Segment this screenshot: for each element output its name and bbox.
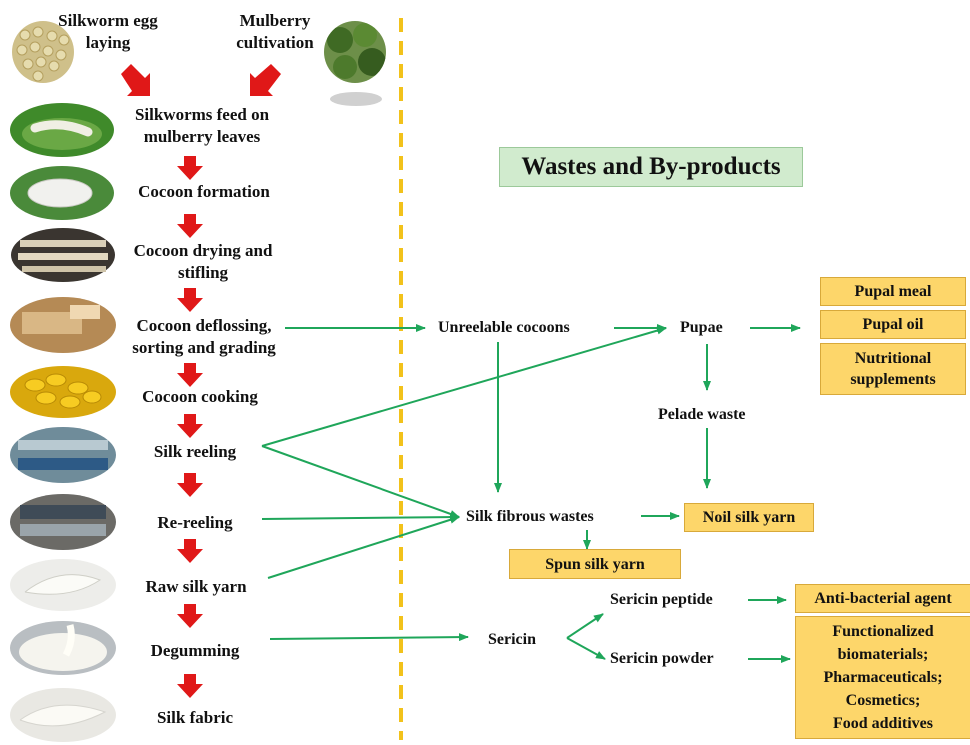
node-pupae: Pupae [680,319,723,336]
mulberry-tree-image [324,21,386,106]
product-nutritional-supplements: Nutritional supplements [820,343,966,395]
white-cocoon-image [10,166,114,220]
product-pupal-oil: Pupal oil [820,310,966,339]
step-re-reeling: Re-reeling [157,513,233,532]
silkworm-eggs-image [12,21,74,83]
node-sericin-peptide: Sericin peptide [610,591,713,608]
node-sericin: Sericin [488,631,536,648]
wastes-byproducts-title: Wastes and By-products [499,147,803,187]
cocoon-trays-image [11,228,115,282]
step-silk-fabric: Silk fabric [156,708,234,727]
waste-flow-arrows [261,324,801,663]
product-functionalized-biomaterials: Functionalized biomaterials; Pharmaceuti… [795,616,970,739]
node-sericin-powder: Sericin powder [610,650,714,667]
reeling-machine-image [10,427,116,483]
milky-liquid-image [10,621,116,675]
product-spun-silk-yarn: Spun silk yarn [509,549,681,579]
step-egg-laying: Silkworm egg laying [58,11,158,52]
step-raw-silk-yarn: Raw silk yarn [145,577,247,596]
step-mulberry-cultivation: Mulberry cultivation [236,11,314,52]
node-silk-fibrous-wastes: Silk fibrous wastes [466,508,594,525]
product-noil-silk-yarn: Noil silk yarn [684,503,814,532]
step-cocoon-drying: Cocoon drying and stifling [133,241,273,282]
silk-cloth-image [10,688,116,742]
step-silkworms-feed: Silkworms feed on mulberry leaves [134,105,270,146]
step-cocoon-deflossing: Cocoon deflossing, sorting and grading [132,316,276,357]
sorting-machine-image [10,297,116,353]
silk-skein-image [10,559,116,611]
product-pupal-meal: Pupal meal [820,277,966,306]
step-cocoon-cooking: Cocoon cooking [142,387,258,406]
step-degumming: Degumming [150,641,240,660]
rereeling-machine-image [10,494,116,550]
process-arrows [121,64,281,698]
silkworms-on-leaves-image [10,103,114,157]
step-silk-reeling: Silk reeling [153,442,237,461]
product-anti-bacterial-agent: Anti-bacterial agent [795,584,970,613]
yellow-cocoons-image [10,366,116,418]
node-pelade-waste: Pelade waste [658,406,746,423]
node-unreelable-cocoons: Unreelable cocoons [438,319,570,336]
step-cocoon-formation: Cocoon formation [138,182,270,201]
